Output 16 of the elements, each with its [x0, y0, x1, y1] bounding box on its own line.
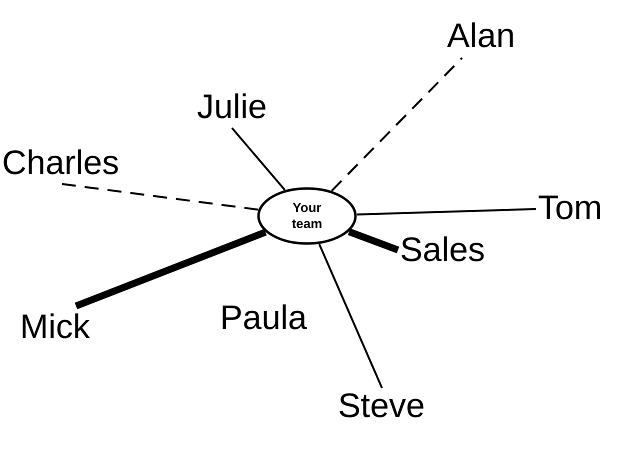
- connector-line: [318, 244, 383, 388]
- person-name: Tom: [538, 188, 602, 228]
- person-name: Mick: [20, 307, 90, 347]
- connector-line: [231, 127, 286, 191]
- team-ellipse: Your team: [257, 187, 357, 245]
- connector-line: [62, 183, 258, 211]
- connector-line: [331, 57, 463, 192]
- person-name: Charles: [2, 143, 120, 183]
- connector-line: [356, 208, 536, 216]
- connector-line: [74, 228, 267, 310]
- person-name: Paula: [220, 298, 307, 338]
- person-name: Steve: [338, 386, 425, 426]
- connector-line: [348, 228, 400, 254]
- person-name: Julie: [197, 87, 267, 127]
- person-name: Sales: [400, 230, 486, 270]
- person-name: Alan: [447, 16, 516, 56]
